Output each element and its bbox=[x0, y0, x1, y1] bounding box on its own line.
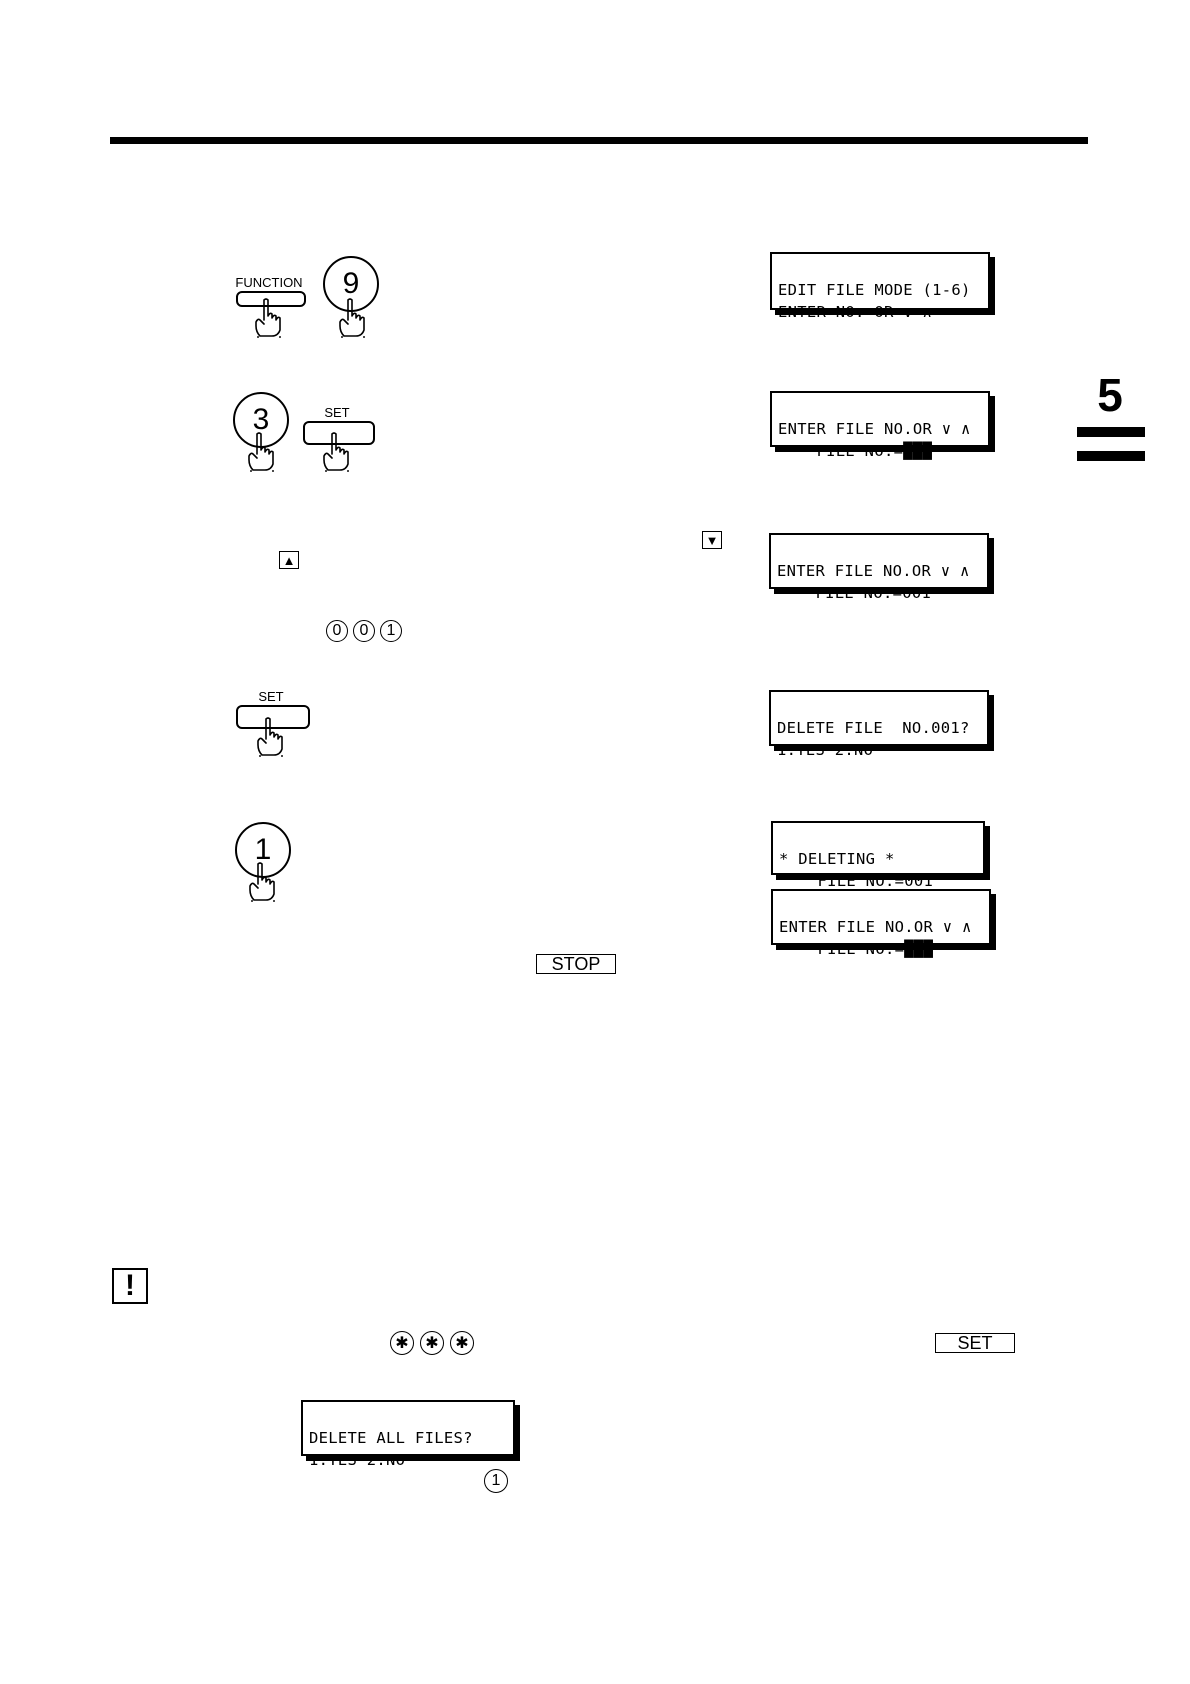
press-hand-icon bbox=[252, 298, 286, 338]
lcd-line-1: ENTER FILE NO.OR ∨ ∧ bbox=[779, 918, 972, 936]
caution-icon: ! bbox=[112, 1268, 148, 1304]
lcd-display-delete-all: DELETE ALL FILES? 1:YES 2:NO bbox=[301, 1400, 515, 1469]
press-hand-icon bbox=[246, 862, 280, 902]
lcd-display-step2: ENTER FILE NO.OR ∨ ∧ FILE NO.=███ bbox=[770, 391, 990, 460]
set-key[interactable] bbox=[236, 705, 310, 729]
asterisk-key[interactable]: ✱ bbox=[420, 1331, 444, 1355]
chapter-bar-bottom bbox=[1077, 451, 1145, 461]
set-key-label: SET bbox=[324, 405, 350, 420]
function-key-label: FUNCTION bbox=[235, 275, 303, 290]
lcd-line-2: FILE NO.=001 bbox=[779, 872, 934, 890]
scroll-down-key[interactable]: ▼ bbox=[702, 531, 722, 549]
lcd-line-1: * DELETING * bbox=[779, 850, 895, 868]
lcd-line-2: FILE NO.=001 bbox=[777, 584, 932, 602]
lcd-display-step5: ENTER FILE NO.OR ∨ ∧ FILE NO.=███ bbox=[771, 889, 991, 958]
digit-1-key[interactable]: 1 bbox=[484, 1469, 508, 1493]
press-hand-icon bbox=[336, 298, 370, 338]
digit-1-key[interactable]: 1 bbox=[235, 822, 291, 878]
digit-key[interactable]: 0 bbox=[353, 620, 375, 642]
set-key[interactable] bbox=[303, 421, 375, 445]
lcd-line-2: ENTER NO. OR ∨ ∧ bbox=[778, 303, 933, 321]
lcd-line-1: DELETE ALL FILES? bbox=[309, 1429, 473, 1447]
asterisk-key[interactable]: ✱ bbox=[450, 1331, 474, 1355]
lcd-line-1: ENTER FILE NO.OR ∨ ∧ bbox=[778, 420, 971, 438]
lcd-display-deleting: * DELETING * FILE NO.=001 bbox=[771, 821, 985, 890]
scroll-up-key[interactable]: ▲ bbox=[279, 551, 299, 569]
lcd-line-1: EDIT FILE MODE (1-6) bbox=[778, 281, 971, 299]
lcd-line-2: FILE NO.=███ bbox=[778, 442, 933, 460]
star-keys: ✱✱✱ bbox=[390, 1331, 480, 1355]
chapter-number: 5 bbox=[1097, 369, 1123, 421]
confirm-digit: 1 bbox=[484, 1469, 513, 1493]
asterisk-key[interactable]: ✱ bbox=[390, 1331, 414, 1355]
chapter-bar-top bbox=[1077, 427, 1145, 437]
top-rule bbox=[110, 137, 1088, 144]
lcd-display-step1: EDIT FILE MODE (1-6) ENTER NO. OR ∨ ∧ bbox=[770, 252, 990, 321]
digit-key[interactable]: 0 bbox=[326, 620, 348, 642]
stop-key[interactable]: STOP bbox=[536, 954, 616, 974]
digit-9-key[interactable]: 9 bbox=[323, 256, 379, 312]
set-key-label: SET bbox=[258, 689, 284, 704]
lcd-display-step4: DELETE FILE NO.001? 1:YES 2:NO bbox=[769, 690, 989, 759]
lcd-display-step3: ENTER FILE NO.OR ∨ ∧ FILE NO.=001 bbox=[769, 533, 989, 602]
set-key[interactable]: SET bbox=[935, 1333, 1015, 1353]
press-hand-icon bbox=[245, 432, 279, 472]
lcd-line-1: DELETE FILE NO.001? bbox=[777, 719, 970, 737]
press-hand-icon bbox=[254, 717, 288, 757]
digit-key[interactable]: 1 bbox=[380, 620, 402, 642]
lcd-line-1: ENTER FILE NO.OR ∨ ∧ bbox=[777, 562, 970, 580]
lcd-line-2: 1:YES 2:NO bbox=[777, 741, 874, 759]
press-hand-icon bbox=[320, 432, 354, 472]
function-key[interactable] bbox=[236, 291, 306, 307]
lcd-line-2: 1:YES 2:NO bbox=[309, 1451, 406, 1469]
lcd-line-2: FILE NO.=███ bbox=[779, 940, 934, 958]
